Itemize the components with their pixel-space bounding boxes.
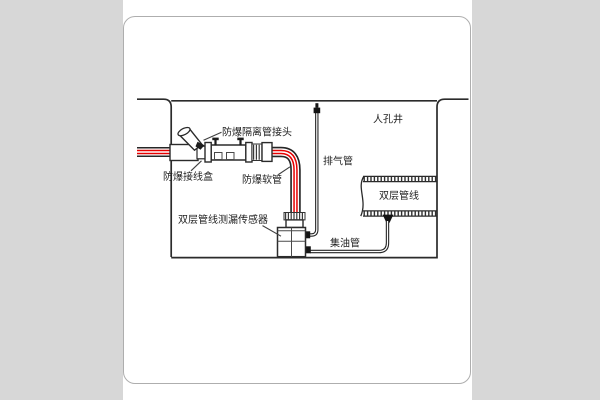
cone-tip bbox=[195, 141, 205, 150]
ground-line-left bbox=[137, 98, 173, 145]
pipeline-bottom-connector bbox=[382, 214, 394, 223]
oil-pipe-sensor-nub bbox=[304, 246, 311, 254]
flexible-hose bbox=[271, 146, 301, 214]
hose-coupling-nut bbox=[261, 141, 273, 163]
label-junction-box: 防爆接线盒 bbox=[163, 170, 213, 183]
label-leak-sensor: 双层管线测漏传感器 bbox=[178, 213, 268, 226]
label-double-pipeline: 双层管线 bbox=[379, 189, 419, 202]
label-isolation-fitting: 防爆隔离管接头 bbox=[222, 126, 292, 139]
leader-flexible-hose bbox=[278, 166, 291, 175]
hose-gland-box-end bbox=[251, 141, 273, 163]
vent-pipe-cap-knob bbox=[315, 103, 319, 108]
junction-box bbox=[204, 137, 253, 163]
vent-pipe-cap-base bbox=[313, 107, 321, 114]
junction-box-left-flange bbox=[204, 141, 212, 163]
oil-collection-pipe bbox=[304, 221, 390, 254]
gray-flank-right bbox=[472, 0, 600, 400]
vent-pipe-sensor-nub bbox=[304, 231, 311, 239]
pipeline-break-line bbox=[360, 176, 365, 217]
leak-sensor bbox=[276, 212, 307, 258]
junction-box-right-flange bbox=[245, 141, 253, 163]
double-layer-pipeline bbox=[360, 175, 437, 223]
wall-sleeve bbox=[169, 143, 207, 162]
label-flexible-hose: 防爆软管 bbox=[242, 173, 282, 186]
manhole-pit-outline bbox=[137, 98, 469, 259]
junction-box-bolts bbox=[212, 137, 244, 146]
label-vent-pipe: 排气管 bbox=[323, 155, 353, 168]
leader-lines bbox=[190, 131, 291, 237]
leader-junction-box bbox=[190, 160, 202, 172]
gray-flank-left bbox=[0, 0, 123, 400]
label-oil-pipe: 集油管 bbox=[330, 237, 360, 250]
sensor-gland-nut bbox=[285, 219, 304, 229]
label-manhole: 人孔井 bbox=[373, 113, 403, 126]
leader-leak-sensor bbox=[262, 225, 282, 237]
cone-mouth bbox=[177, 126, 191, 137]
isolation-cone-fitting bbox=[177, 126, 205, 152]
leader-isolation-fitting bbox=[203, 131, 222, 141]
pit-floor-and-right-wall bbox=[171, 98, 469, 259]
junction-box-terminals bbox=[214, 152, 235, 160]
vent-pipe bbox=[304, 103, 321, 239]
